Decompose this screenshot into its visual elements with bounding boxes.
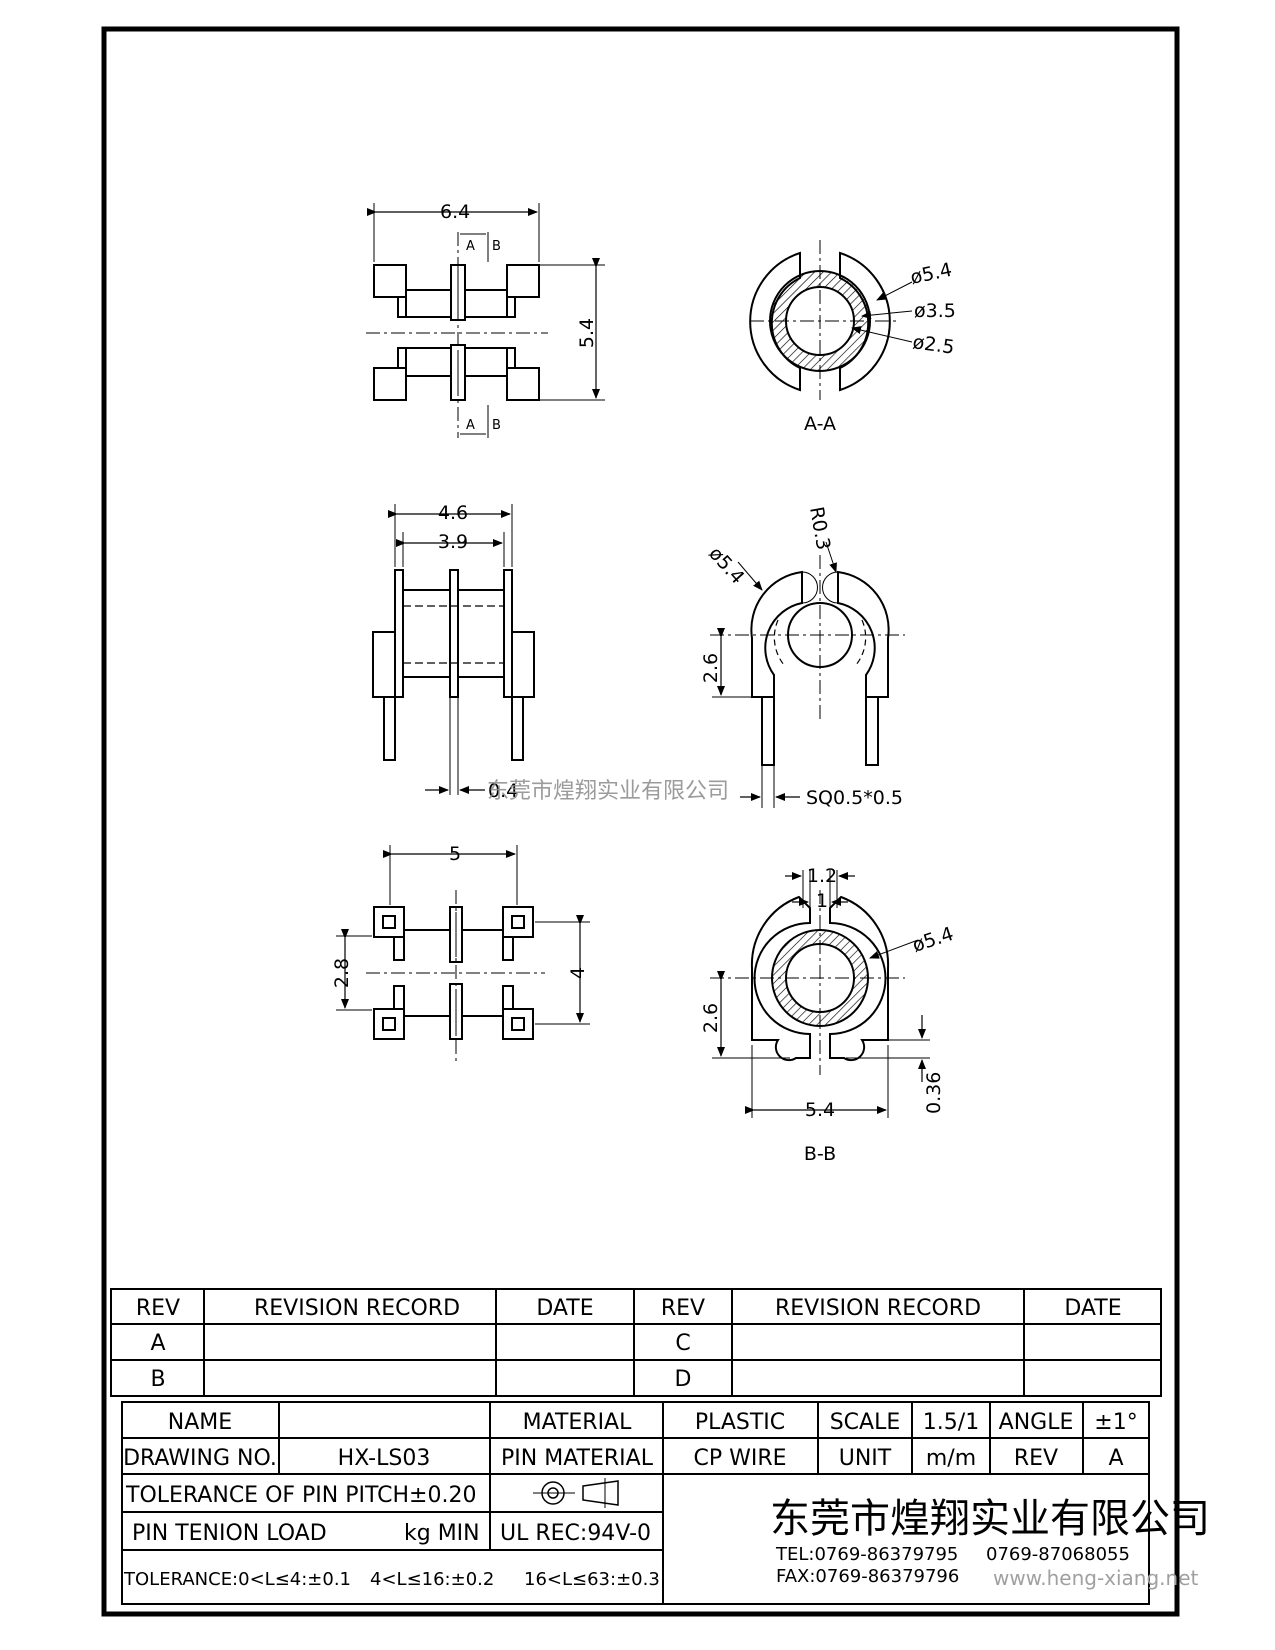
name-label: NAME	[168, 1410, 232, 1435]
material-label: MATERIAL	[523, 1410, 632, 1435]
bottom-pitch-dim: 2.8	[331, 958, 353, 988]
ul-rec: UL REC:94V-0	[500, 1521, 651, 1546]
side-diameter: ø5.4	[704, 543, 748, 589]
tolerance-pin-pitch: TOLERANCE OF PIN PITCH±0.20	[125, 1483, 476, 1508]
unit-value: m/m	[926, 1446, 976, 1471]
bb-width: 5.4	[805, 1099, 835, 1121]
pin-material-label: PIN MATERIAL	[501, 1446, 654, 1471]
pin-tension-unit: kg MIN	[404, 1521, 480, 1546]
section-aa-view	[749, 240, 913, 400]
rev-value: A	[1108, 1446, 1123, 1471]
top-view	[366, 203, 605, 438]
drawing-no-value: HX-LS03	[338, 1446, 431, 1471]
scale-value: 1.5/1	[923, 1410, 979, 1435]
rev-row-c: C	[675, 1331, 690, 1356]
bb-slot-inner: 1	[816, 890, 828, 912]
aa-dia-outer: ø5.4	[908, 259, 954, 289]
top-section-mark-b2: B	[492, 418, 501, 433]
side-pin: SQ0.5*0.5	[806, 787, 903, 809]
bb-label: B-B	[804, 1143, 836, 1165]
top-width-dim: 6.4	[440, 201, 470, 223]
aa-label: A-A	[804, 413, 836, 435]
projection-symbol-icon	[533, 1478, 619, 1508]
bb-height: 2.6	[700, 1003, 722, 1033]
sheet-border	[101, 26, 1180, 1617]
top-section-mark-b: B	[492, 239, 501, 254]
rev-row-b: B	[150, 1367, 165, 1392]
side-radius: R0.3	[805, 505, 834, 552]
aa-dia-mid: ø3.5	[914, 300, 956, 322]
revision-record-header-1: REVISION RECORD	[254, 1296, 460, 1321]
front-outer-dim: 4.6	[438, 502, 468, 524]
company-tel: TEL:0769-86379795	[775, 1544, 958, 1565]
revision-record-header-2: REVISION RECORD	[775, 1296, 981, 1321]
rev-header-2: REV	[661, 1296, 705, 1321]
scale-label: SCALE	[830, 1410, 901, 1435]
material-value: PLASTIC	[695, 1410, 785, 1435]
front-pin-dim: 0.4	[488, 780, 518, 802]
pin-material-value: CP WIRE	[693, 1446, 786, 1471]
rev-label: REV	[1014, 1446, 1058, 1471]
side-view	[710, 541, 905, 808]
top-section-mark-a2: A	[466, 418, 475, 433]
rev-row-d: D	[675, 1367, 692, 1392]
angle-value: ±1°	[1094, 1410, 1137, 1435]
bottom-height-dim: 4	[567, 967, 589, 979]
corner-watermark: www.heng-xiang.net	[993, 1566, 1199, 1590]
front-view	[372, 504, 535, 795]
section-bb-view	[710, 870, 930, 1118]
bottom-view	[336, 845, 590, 1065]
tolerance-general-2: 4<L≤16:±0.2	[370, 1569, 494, 1590]
side-height: 2.6	[700, 653, 722, 683]
angle-label: ANGLE	[999, 1410, 1074, 1435]
title-block-grid	[121, 1401, 1150, 1605]
company-tel-2: 0769-87068055	[986, 1544, 1130, 1565]
bb-slot-outer: 1.2	[807, 865, 837, 887]
bb-offset: 0.36	[923, 1072, 945, 1114]
date-header-2: DATE	[1064, 1296, 1121, 1321]
rev-row-a: A	[150, 1331, 165, 1356]
company-name: 东莞市煌翔实业有限公司	[770, 1496, 1210, 1542]
bottom-width-dim: 5	[449, 843, 461, 865]
company-fax: FAX:0769-86379796	[776, 1566, 959, 1587]
front-inner-dim: 3.9	[438, 531, 468, 553]
bb-diameter: ø5.4	[910, 923, 957, 957]
unit-label: UNIT	[839, 1446, 892, 1471]
revision-table-grid	[110, 1288, 1162, 1397]
drawing-no-label: DRAWING NO.	[123, 1446, 277, 1471]
tolerance-general-3: 16<L≤63:±0.3	[524, 1569, 660, 1590]
tolerance-general-1: TOLERANCE:0<L≤4:±0.1	[123, 1569, 351, 1590]
center-watermark: 东莞市煌翔实业有限公司	[487, 779, 729, 804]
top-section-mark-a: A	[466, 239, 475, 254]
aa-dia-inner: ø2.5	[911, 331, 955, 359]
date-header-1: DATE	[536, 1296, 593, 1321]
pin-tension-label: PIN TENION LOAD	[132, 1521, 327, 1546]
rev-header-1: REV	[136, 1296, 180, 1321]
top-height-dim: 5.4	[576, 318, 598, 348]
